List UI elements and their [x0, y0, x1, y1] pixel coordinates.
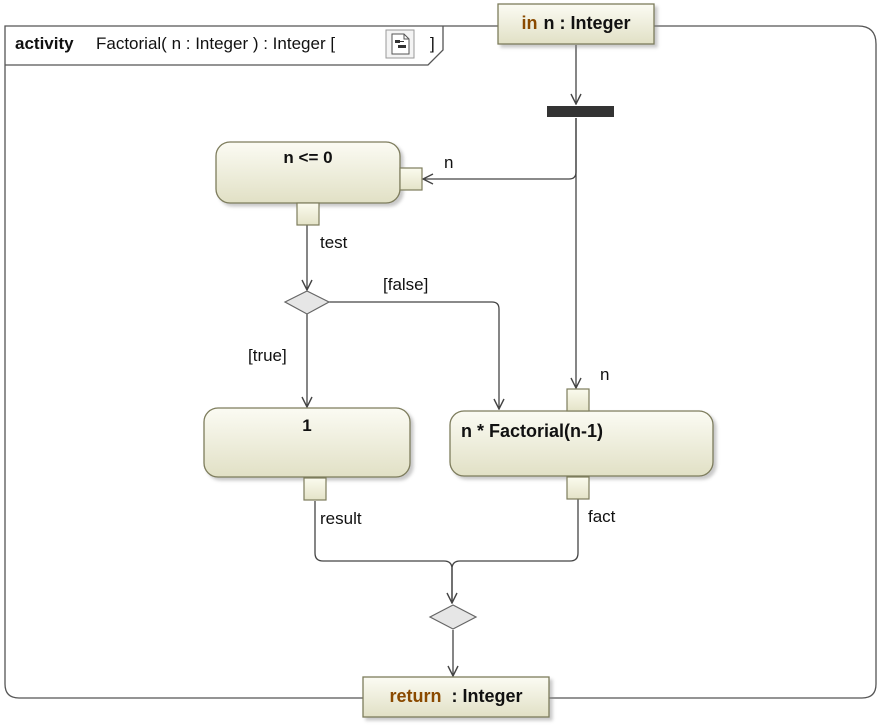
pin-test-output-label: test — [320, 233, 348, 252]
action-mult-label: n * Factorial(n-1) — [461, 421, 603, 441]
pin-mult-input[interactable] — [566, 388, 590, 412]
activity-diagram-icon[interactable] — [385, 29, 415, 59]
activity-frame — [4, 25, 877, 699]
action-one-node[interactable]: 1 — [203, 407, 411, 478]
in-param-label: n : Integer — [543, 13, 630, 33]
return-param-label: : Integer — [452, 686, 523, 706]
svg-text:inn : Integer: in n : Integer — [521, 13, 630, 33]
return-parameter-node[interactable]: return : Integer — [362, 676, 550, 718]
activity-signature: activity Factorial( n : Integer ) : Inte… — [15, 29, 435, 59]
activity-signature-close: ] — [430, 34, 435, 53]
action-test-label: n <= 0 — [283, 148, 332, 167]
merge-node[interactable] — [428, 604, 478, 630]
action-test-node[interactable]: n <= 0 — [215, 141, 401, 204]
pin-test-input-label: n — [444, 153, 453, 172]
guard-true-label: [true] — [248, 346, 287, 365]
pin-mult-output-label: fact — [588, 507, 616, 526]
pin-mult-input-label: n — [600, 365, 609, 384]
pin-test-output[interactable] — [296, 202, 320, 226]
activity-signature-text: Factorial( n : Integer ) : Integer [ — [96, 34, 335, 53]
activity-keyword: activity — [15, 34, 74, 53]
edge-result-to-merge — [314, 501, 452, 603]
edge-false-to-mult — [329, 301, 499, 409]
edge-fact-to-merge — [451, 499, 579, 603]
pin-one-output-label: result — [320, 509, 362, 528]
input-parameter-node[interactable]: in n : Integer — [497, 3, 655, 45]
decision-node[interactable] — [283, 290, 331, 315]
guard-false-label: [false] — [383, 275, 428, 294]
action-one-label: 1 — [302, 416, 311, 435]
fork-bar[interactable] — [547, 106, 614, 117]
pin-mult-output[interactable] — [566, 476, 590, 500]
pin-one-output[interactable] — [303, 477, 327, 501]
in-keyword: in — [521, 13, 537, 33]
edges — [307, 45, 578, 676]
action-mult-node[interactable]: n * Factorial(n-1) — [449, 410, 714, 477]
svg-text:return: Integer: return : Integer — [389, 686, 522, 706]
pin-test-input[interactable] — [399, 167, 423, 191]
return-keyword: return — [389, 686, 441, 706]
